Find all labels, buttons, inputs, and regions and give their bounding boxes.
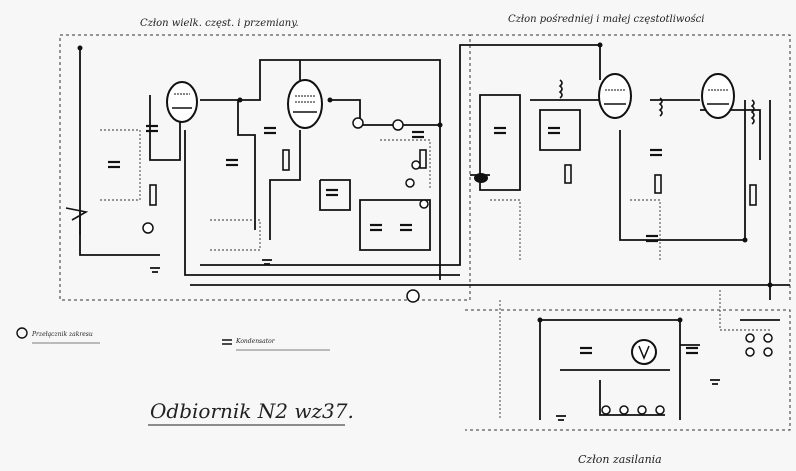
section-boundaries (59, 34, 791, 431)
legend: Przełącznik zakresu Kondensator (16, 327, 330, 351)
junction-dots (77, 42, 773, 323)
section-label-rf: Człon wielk. częst. i przemiany. (140, 18, 299, 29)
drawing-title: Odbiornik N2 wz37. (150, 399, 354, 423)
antenna-symbol (65, 207, 89, 235)
legend-item-capacitor: Kondensator (235, 338, 276, 345)
tube-2 (287, 79, 323, 129)
legend-switch-symbol (16, 327, 28, 339)
switch-contacts (142, 117, 773, 415)
capacitors (108, 124, 698, 355)
tube-3 (598, 73, 632, 119)
resistors (149, 79, 757, 206)
rectifier-symbol (631, 339, 657, 365)
tube-4 (701, 73, 735, 119)
section-label-power: Człon zasilania (578, 453, 662, 466)
legend-item-switch: Przełącznik zakresu (31, 331, 93, 338)
tube-1 (166, 81, 198, 123)
secondary-wiring (100, 129, 770, 420)
section-label-if-af: Człon pośredniej i małej częstotliwości (508, 14, 704, 25)
ground-symbols (150, 259, 720, 421)
